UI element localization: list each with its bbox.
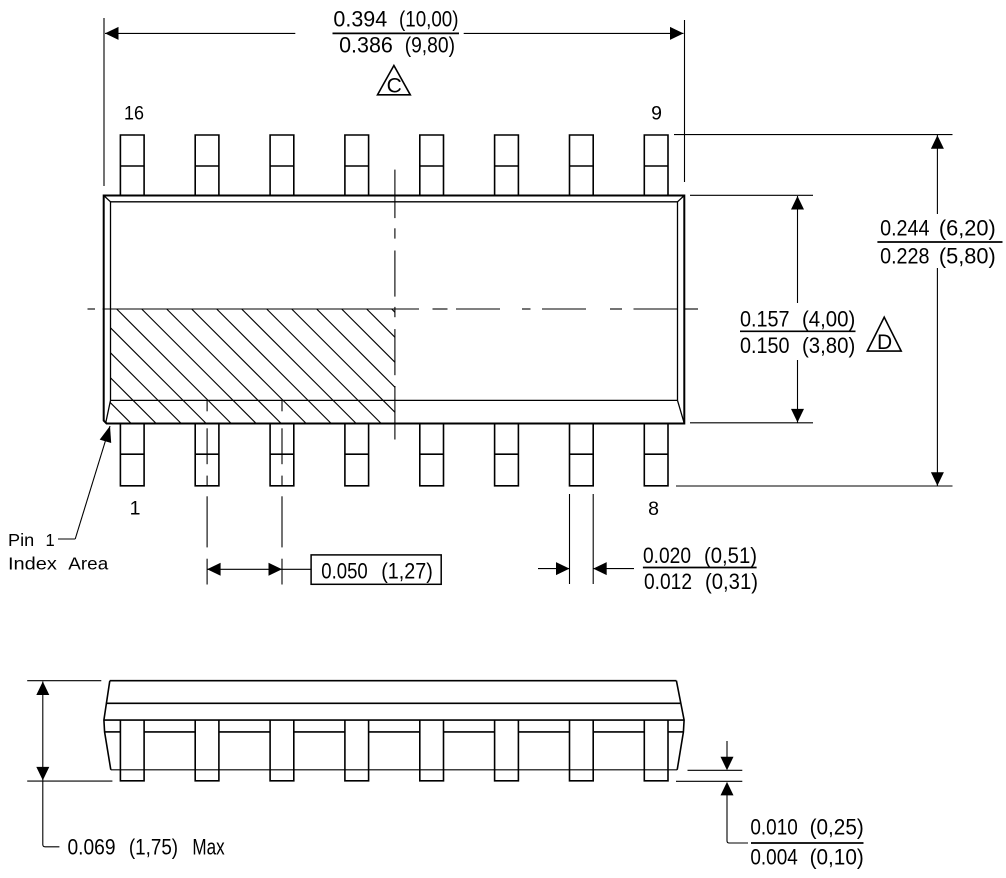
svg-text:1: 1: [46, 530, 55, 550]
svg-text:Max: Max: [192, 834, 224, 859]
svg-text:0.394: 0.394: [333, 6, 387, 31]
svg-text:(10,00): (10,00): [399, 6, 459, 31]
svg-text:(0,31): (0,31): [705, 569, 758, 594]
svg-text:16: 16: [124, 102, 144, 124]
svg-text:0.069: 0.069: [68, 834, 116, 859]
svg-text:Index: Index: [8, 554, 57, 574]
svg-text:C: C: [387, 75, 402, 98]
svg-text:Pin: Pin: [8, 530, 34, 550]
svg-text:0.228: 0.228: [880, 244, 929, 269]
svg-text:0.010: 0.010: [750, 814, 797, 839]
svg-text:0.020: 0.020: [643, 543, 691, 568]
svg-text:(1,75): (1,75): [129, 834, 178, 859]
svg-text:1: 1: [130, 498, 141, 520]
svg-text:(6,20): (6,20): [939, 216, 996, 241]
svg-text:0.012: 0.012: [644, 569, 692, 594]
svg-text:0.157: 0.157: [740, 307, 790, 332]
svg-text:(0,51): (0,51): [704, 543, 757, 568]
svg-text:Area: Area: [68, 554, 108, 574]
svg-text:D: D: [877, 331, 892, 354]
svg-text:(0,25): (0,25): [810, 814, 864, 839]
svg-text:0.244: 0.244: [880, 216, 929, 241]
svg-text:9: 9: [651, 103, 662, 125]
svg-text:(1,27): (1,27): [381, 559, 433, 584]
svg-text:(3,80): (3,80): [802, 333, 855, 358]
svg-text:8: 8: [648, 498, 659, 520]
svg-text:0.004: 0.004: [750, 844, 797, 869]
svg-text:0.150: 0.150: [740, 333, 790, 358]
svg-text:0.386: 0.386: [339, 33, 393, 58]
svg-text:0.050: 0.050: [321, 559, 367, 584]
svg-text:(9,80): (9,80): [405, 33, 455, 58]
svg-text:(4,00): (4,00): [802, 307, 855, 332]
svg-text:(5,80): (5,80): [939, 244, 996, 269]
svg-text:(0,10): (0,10): [810, 844, 864, 869]
